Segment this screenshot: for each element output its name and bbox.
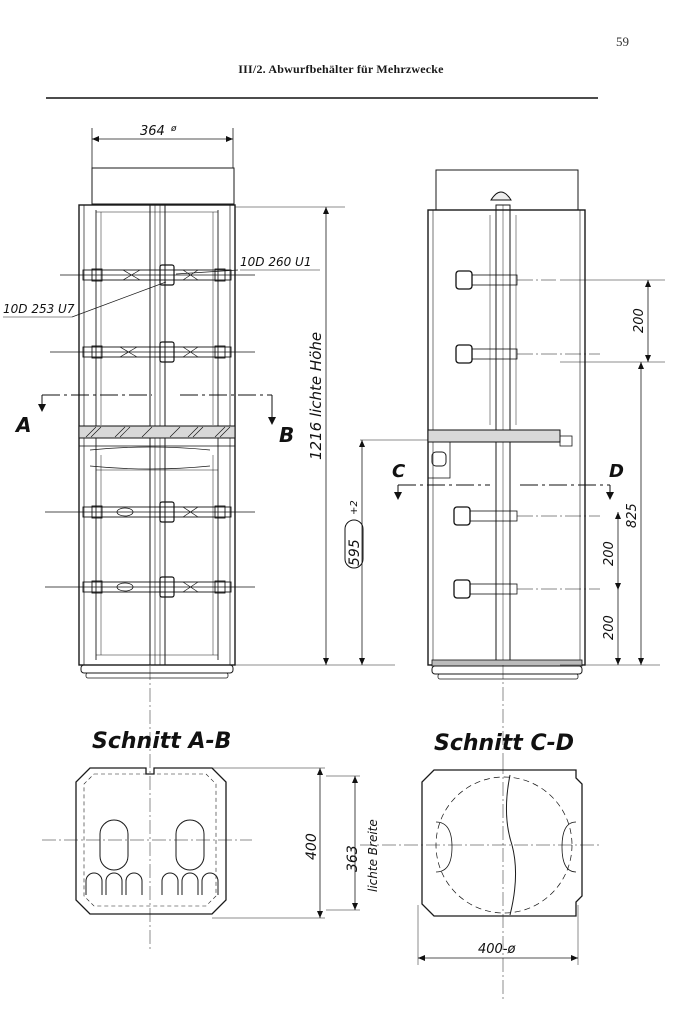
section-cd: Schnitt C-D 400-ø <box>360 731 600 1000</box>
page-title: III/2. Abwurfbehälter für Mehrzwecke <box>238 62 444 76</box>
dimension-200-top: 200 <box>632 308 647 333</box>
part-label-upper: 10D 260 U1 <box>240 255 311 269</box>
section-cd-title: Schnitt C-D <box>434 731 574 756</box>
cut-label-d: D <box>609 461 624 482</box>
section-cd-diameter-400: 400-ø <box>478 942 517 957</box>
mid-dimension: 595 <box>347 539 363 566</box>
side-view: C D 200 825 200 200 <box>392 169 665 760</box>
dimension-200-low: 200 <box>602 615 617 640</box>
front-diameter-dimension: 364 <box>140 124 165 139</box>
section-ab: Schnitt A-B 400 363 lichte Breite <box>42 729 380 919</box>
section-ab-inner-363: 363 <box>345 845 361 872</box>
dimension-825: 825 <box>625 503 640 528</box>
cut-label-a: A <box>14 413 31 437</box>
section-ab-title: Schnitt A-B <box>92 729 231 754</box>
lichte-breite-label: lichte Breite <box>366 819 380 892</box>
tolerance-label: +2 <box>349 500 360 515</box>
dimension-200-mid: 200 <box>602 541 617 566</box>
front-view: 364 ø <box>3 124 430 950</box>
cut-label-c: C <box>392 461 406 482</box>
height-dimension: 1216 lichte Höhe <box>307 332 325 460</box>
page-number: 59 <box>616 34 629 49</box>
section-ab-width-400: 400 <box>304 833 320 860</box>
svg-text:ø: ø <box>170 124 177 134</box>
part-label-lower: 10D 253 U7 <box>3 302 75 316</box>
cut-label-b: B <box>279 423 294 447</box>
